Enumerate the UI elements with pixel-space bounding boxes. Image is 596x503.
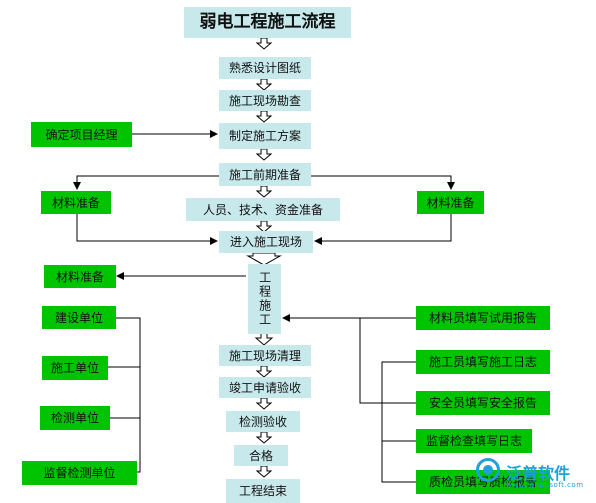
report-material-trial: 材料员填写试用报告 (416, 306, 550, 330)
party-inspector: 检测单位 (40, 406, 110, 430)
box-material-left: 材料准备 (41, 191, 111, 214)
step-construction-label: 工程施工 (257, 271, 272, 327)
step-construction: 工程施工 (248, 264, 281, 334)
step-review-drawings: 熟悉设计图纸 (219, 57, 311, 79)
logo-name: 泛普软件 (506, 464, 571, 483)
step-resources-prep: 人员、技术、资金准备 (186, 198, 340, 221)
report-supervision-log: 监督检查填写日志 (416, 429, 532, 453)
step-enter-site: 进入施工现场 (219, 231, 313, 253)
logo-icon (476, 458, 500, 482)
logo-url: www.fanpusoft.com (506, 481, 584, 489)
step-qualified: 合格 (234, 445, 288, 466)
report-construction-log: 施工员填写施工日志 (416, 350, 550, 374)
step-site-cleanup: 施工现场清理 (219, 345, 311, 366)
step-inspection: 检测验收 (226, 411, 300, 432)
party-supervisor: 监督检测单位 (22, 461, 137, 485)
step-construction-plan: 制定施工方案 (219, 123, 311, 149)
step-site-survey: 施工现场勘查 (219, 90, 311, 111)
box-material-right: 材料准备 (417, 191, 484, 214)
step-project-end: 工程结束 (226, 479, 300, 503)
step-preliminary-prep: 施工前期准备 (219, 163, 311, 186)
party-owner: 建设单位 (42, 306, 116, 329)
box-assign-manager: 确定项目经理 (31, 122, 132, 147)
brand-logo: 泛普软件 www.fanpusoft.com (476, 456, 588, 496)
step-acceptance-request: 竣工申请验收 (219, 377, 311, 398)
page-title: 弱电工程施工流程 (184, 7, 351, 38)
party-contractor: 施工单位 (42, 356, 108, 380)
report-safety: 安全员填写安全报告 (416, 391, 550, 415)
box-material-mid: 材料准备 (44, 265, 116, 288)
